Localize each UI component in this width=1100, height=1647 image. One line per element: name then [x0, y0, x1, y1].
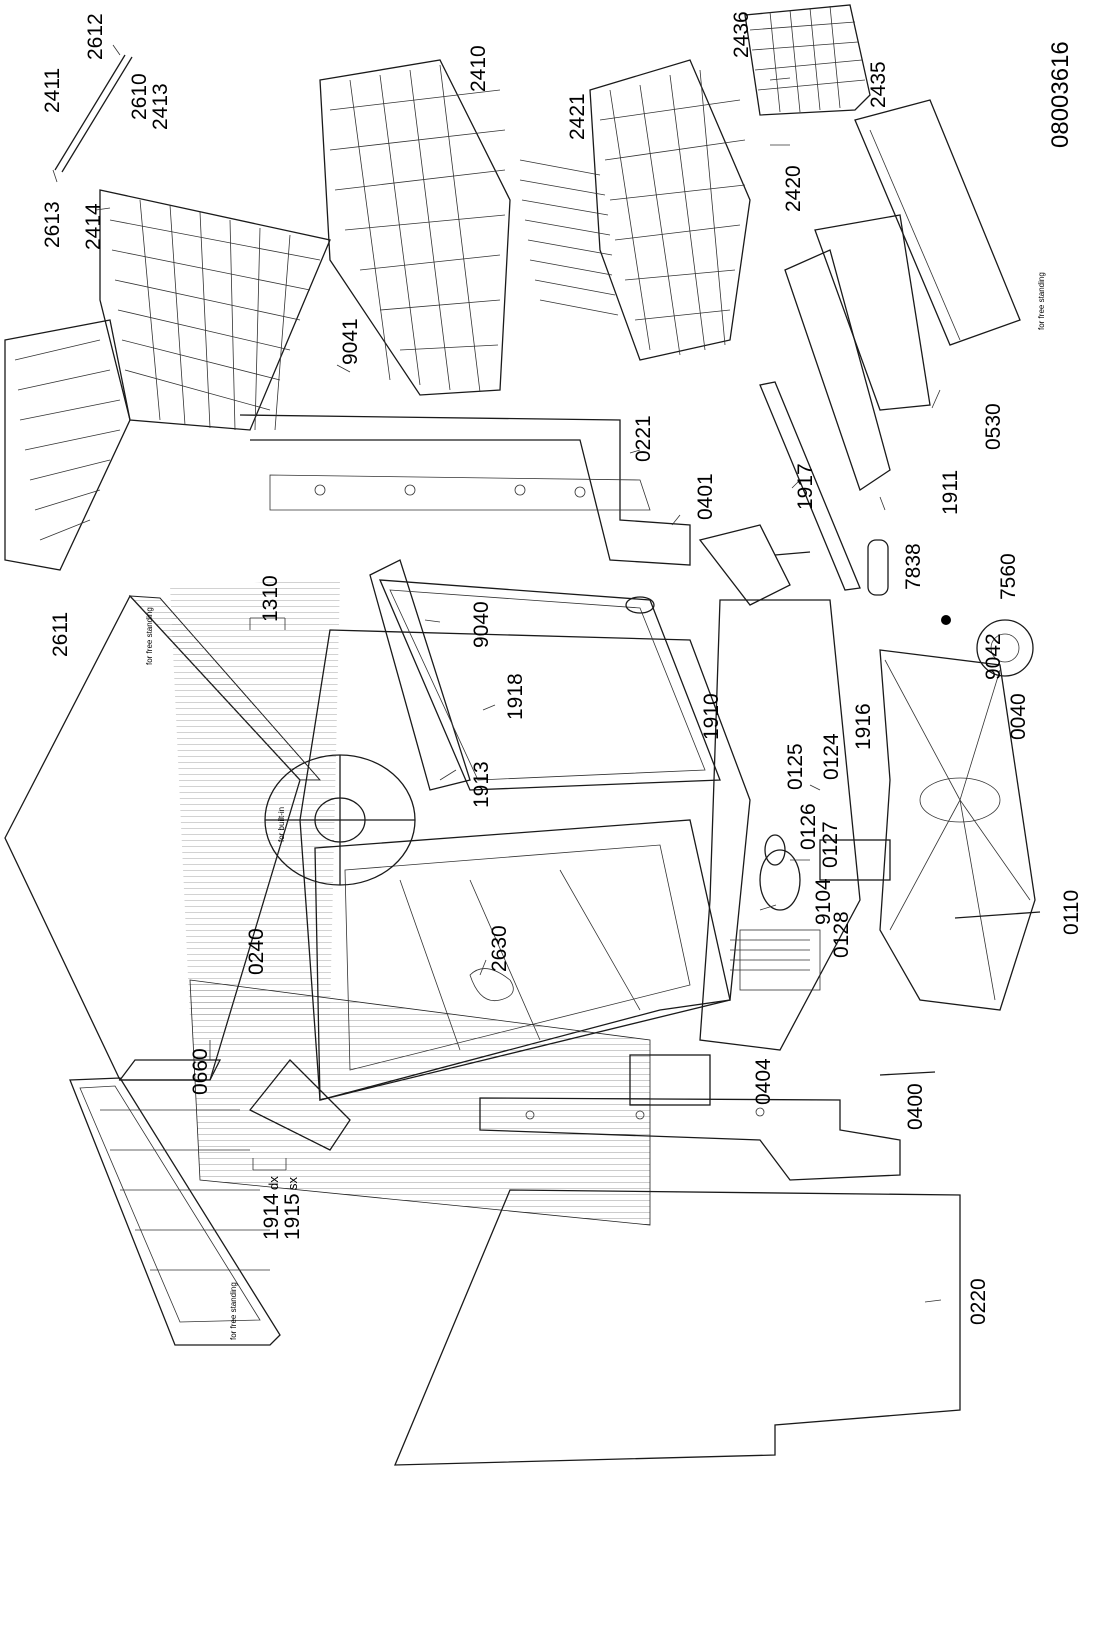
part-0660-label: 0660 — [189, 1048, 212, 1095]
upper-basket — [319, 59, 511, 396]
side-frame-lower — [479, 1097, 901, 1181]
part-1917-label: 1917 — [794, 463, 817, 510]
part-2421-label: 2421 — [566, 93, 589, 140]
base-tray — [879, 649, 1036, 1011]
part-0125-label: 0125 — [784, 743, 807, 790]
part-2611-label: 2611 — [49, 612, 72, 657]
control-panel — [784, 99, 1021, 492]
part-1910-label: 1910 — [700, 693, 723, 740]
part-labels: 2411 2612 2610 2413 2613 2414 2410 2436 … — [41, 11, 1083, 1340]
part-0124-label: 0124 — [820, 733, 843, 780]
part-0220-label: 0220 — [967, 1278, 990, 1325]
document-code: 08003616 — [1047, 41, 1074, 148]
rail — [54, 54, 133, 173]
part-1914-label: 1914 — [260, 1193, 283, 1240]
part-0401-label: 0401 — [694, 473, 717, 520]
tub-cabinet — [264, 629, 751, 1101]
part-9041-label: 9041 — [339, 318, 362, 365]
part-7560-label: 7560 — [997, 553, 1020, 600]
part-1915-label: 1915 — [281, 1193, 304, 1240]
side-frame-upper — [239, 414, 691, 566]
rear-insulation-panel — [189, 979, 651, 1226]
part-1911-label: 1911 — [939, 470, 962, 515]
cutlery-basket — [744, 4, 871, 116]
part-2414-label: 2414 — [82, 203, 105, 250]
worktop-panel — [4, 580, 340, 1081]
part-0404-label: 0404 — [752, 1058, 775, 1105]
leader-lines — [52, 44, 942, 1303]
note-built-in: for built-in — [277, 807, 286, 842]
part-2613-label: 2613 — [41, 201, 64, 248]
part-9042-label: 9042 — [982, 633, 1005, 680]
lower-basket — [519, 59, 751, 361]
part-0221-label: 0221 — [632, 415, 655, 462]
small-parts — [248, 524, 1041, 1151]
part-2411-label: 2411 — [41, 68, 64, 113]
sx-label: sx — [285, 1177, 300, 1191]
part-1918-label: 1918 — [504, 673, 527, 720]
part-2630-label: 2630 — [488, 925, 511, 972]
part-0128-label: 0128 — [830, 911, 853, 958]
part-2435-label: 2435 — [867, 61, 890, 108]
part-0126-label: 0126 — [797, 803, 820, 850]
dx-label: dx — [266, 1176, 281, 1190]
part-2413-label: 2413 — [149, 83, 172, 130]
seal-strip — [759, 381, 861, 591]
part-2612-label: 2612 — [84, 13, 107, 60]
part-0400-label: 0400 — [904, 1083, 927, 1130]
pump-assembly — [699, 599, 891, 1051]
part-0240-label: 0240 — [245, 928, 268, 975]
part-0127-label: 0127 — [819, 821, 842, 868]
part-2610-label: 2610 — [128, 73, 151, 120]
top-rack — [4, 189, 331, 571]
note-free-standing-3: for free standing — [1037, 272, 1046, 330]
side-panel — [394, 1189, 961, 1466]
door-gasket — [369, 559, 721, 791]
note-free-standing-2: for free standing — [229, 1282, 238, 1340]
part-1916-label: 1916 — [852, 703, 875, 750]
part-9040-label: 9040 — [470, 601, 493, 648]
note-free-standing-1: for free standing — [145, 607, 154, 665]
part-2420-label: 2420 — [782, 165, 805, 212]
part-0530-label: 0530 — [982, 403, 1005, 450]
part-1310-label: 1310 — [259, 575, 282, 622]
part-0110-label: 0110 — [1060, 890, 1083, 935]
part-2410-label: 2410 — [467, 45, 490, 92]
part-0040-label: 0040 — [1007, 693, 1030, 740]
part-2436-label: 2436 — [730, 11, 753, 58]
part-1913-label: 1913 — [470, 761, 493, 808]
part-7838-label: 7838 — [902, 543, 925, 590]
part-9104-label: 9104 — [812, 878, 835, 925]
kickplate-panel — [69, 1077, 281, 1346]
